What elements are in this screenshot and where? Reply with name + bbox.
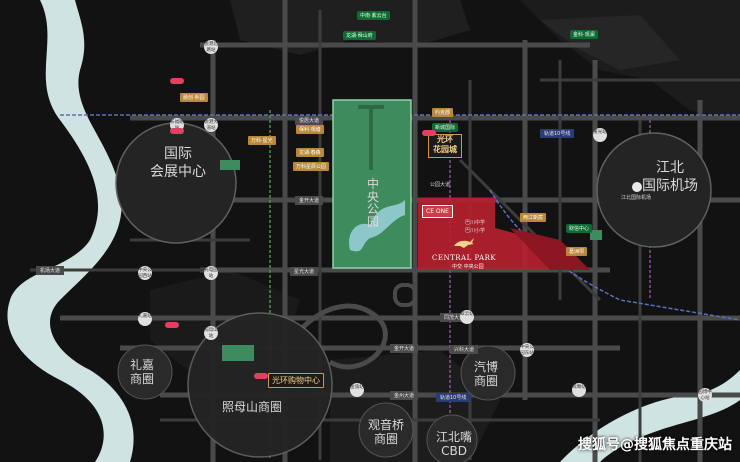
property-tag[interactable]: 龙湖·春森 <box>296 148 324 157</box>
property-tag[interactable]: 葛洲坝 <box>566 247 588 256</box>
district-expo: 国际 会展中心 <box>150 146 206 180</box>
metro-station[interactable]: 悦港大道站 <box>204 118 218 132</box>
metro-station[interactable]: 鸳鸯站 <box>572 383 586 397</box>
location-pin-icon[interactable] <box>170 78 184 84</box>
property-tag[interactable]: 财信中心 <box>566 224 593 233</box>
property-tag[interactable]: 保利·观塘 <box>296 125 324 134</box>
metro-station[interactable]: 中央公园东站 <box>520 343 534 357</box>
location-pin-icon[interactable] <box>422 130 436 136</box>
district-zhaomushan: 照母山商圈 <box>222 400 283 414</box>
airport-sub-label: 江北国际机场 <box>621 195 652 201</box>
property-tag[interactable]: 两江新宸 <box>520 213 547 222</box>
location-pin-icon[interactable] <box>254 373 268 379</box>
road-name: 悦居大道 <box>295 116 324 125</box>
wanke-label[interactable]: 万科星辰公园 <box>293 162 330 171</box>
metro-station[interactable]: 照母山站 <box>204 326 218 340</box>
metro-station[interactable]: 礼嘉站 <box>138 312 152 326</box>
metro-station[interactable]: 光电园站 <box>204 266 218 280</box>
location-pin-icon[interactable] <box>170 128 184 134</box>
metro-station[interactable]: 重光站 <box>593 128 607 142</box>
metro-10b-label: 轨道10号线 <box>436 393 471 402</box>
property-tag[interactable]: 中南·紫云台 <box>357 11 390 20</box>
property-tag[interactable]: 金科·观澜 <box>570 30 598 39</box>
project-name-cn: 中交·中央公园 <box>452 264 484 270</box>
guanghuan-mall-label[interactable]: 光环购物中心 <box>268 373 324 388</box>
watermark: 搜狐号@搜狐焦点重庆站 <box>578 437 732 453</box>
property-tag[interactable]: 约克郡 <box>432 108 454 117</box>
metro-station[interactable]: 中央公园西站 <box>138 266 152 280</box>
park-label: 中 央 公 园 <box>367 177 380 229</box>
metro-station[interactable]: 金渝站 <box>350 383 364 397</box>
road-name: 同茂大道 <box>440 313 469 322</box>
property-tag[interactable]: 新城国际 <box>432 123 459 132</box>
district-guanyinqiao: 观音桥 商圈 <box>368 418 405 447</box>
metro-station[interactable]: 悦港北路站 <box>204 40 218 54</box>
school2-label: 巴川小学 <box>465 228 486 234</box>
deer-icon <box>452 236 476 250</box>
metro-10-label: 轨道10号线 <box>540 129 575 138</box>
district-lijia: 礼嘉 商圈 <box>130 358 155 387</box>
district-airport: 江北 国际机场 <box>642 160 698 194</box>
district-jiangbeizui: 江北嘴 CBD <box>436 430 473 459</box>
project-logo: CE ONE <box>422 205 453 218</box>
airplane-icon <box>632 182 642 192</box>
project-callout[interactable]: 光环 花园城 <box>428 134 462 158</box>
park-road-label: 公园大道 <box>430 182 451 188</box>
road-name: 金开大道 <box>390 344 419 353</box>
road-name: 金州大道 <box>390 391 419 400</box>
road-name: 金开大道 <box>295 196 324 205</box>
metro-station[interactable]: 园博中心站 <box>698 388 712 402</box>
school1-label: 巴川中学 <box>465 220 486 226</box>
road-name: 兴科大道 <box>450 345 479 354</box>
property-tag[interactable]: 万科·星光 <box>248 136 276 145</box>
road-name: 星光大道 <box>290 267 319 276</box>
property-tag[interactable]: 龙湖·舜山府 <box>343 31 376 40</box>
property-tag[interactable]: 融创·熙园 <box>180 93 208 102</box>
project-name-en: CENTRAL PARK <box>432 254 497 262</box>
district-qibo: 汽博 商圈 <box>474 360 499 389</box>
location-pin-icon[interactable] <box>165 322 179 328</box>
road-name: 机场大道 <box>36 266 65 275</box>
metro-station[interactable]: 翠云站 <box>460 310 474 324</box>
